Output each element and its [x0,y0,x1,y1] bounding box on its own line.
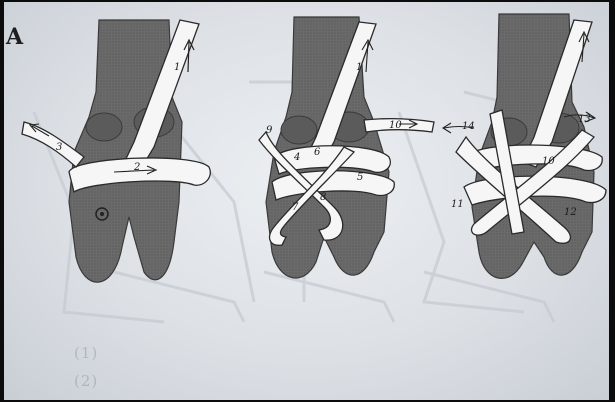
step-number: 1 [356,62,362,73]
step-number: 14 [462,121,475,132]
step-number: 11 [451,199,464,210]
caption-line-1: (1) [74,344,98,362]
step-number: 3 [56,142,62,153]
step-number: 9 [266,125,272,136]
step-number: 10 [542,156,555,167]
figure-3 [443,14,606,278]
caption-line-2: (2) [74,372,98,390]
step-number: 1 [174,62,180,73]
step-number: 13 [578,114,591,125]
step-number: 2 [134,162,140,173]
step-number: 5 [357,172,363,183]
step-number: 10 [389,120,402,131]
step-number: 4 [294,152,300,163]
step-number: 6 [314,147,320,158]
step-number: 8 [320,192,326,203]
step-number: 12 [564,207,577,218]
bandaging-illustration [4,2,609,400]
figure-2 [259,17,434,278]
step-number: 7 [292,202,298,213]
bandaging-diagram-photo: A [4,2,609,400]
